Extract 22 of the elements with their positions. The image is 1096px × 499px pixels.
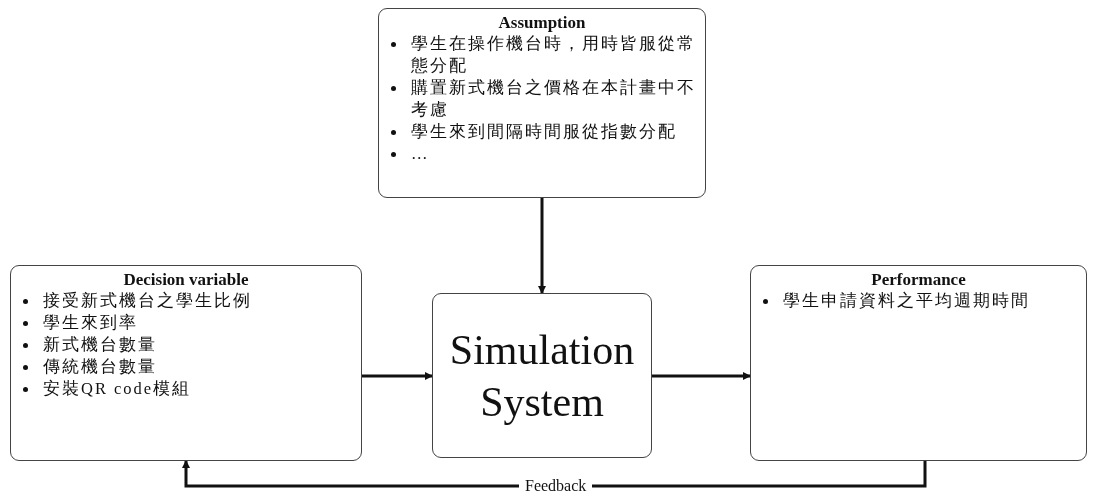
performance-box [750, 265, 1087, 461]
arrow [538, 198, 546, 294]
list-item: 學生申請資料之平均週期時間 [783, 291, 1030, 310]
list-item: 學生來到率 [43, 313, 138, 332]
list-item: … [411, 144, 430, 163]
box-heading: Performance [870, 270, 967, 290]
list-item: 學生在操作機台時，用時皆服從常態分配 [411, 34, 696, 75]
box-heading: Decision variable [122, 270, 250, 290]
list-item: 傳統機台數量 [43, 357, 157, 376]
list-item: 新式機台數量 [43, 335, 157, 354]
process-box [432, 293, 652, 458]
list-item: 學生來到間隔時間服從指數分配 [411, 122, 677, 141]
arrow [652, 372, 751, 380]
box-heading: Assumption [497, 13, 587, 33]
list-item: 安裝QR code模組 [43, 379, 192, 398]
assumption-box [378, 8, 706, 198]
arrow [362, 372, 433, 380]
decision-box [10, 265, 362, 461]
list-item: 接受新式機台之學生比例 [43, 291, 252, 310]
node-label: Simulation System [448, 325, 636, 427]
arrow [182, 460, 927, 488]
list-item: 購置新式機台之價格在本計畫中不考慮 [411, 78, 696, 119]
